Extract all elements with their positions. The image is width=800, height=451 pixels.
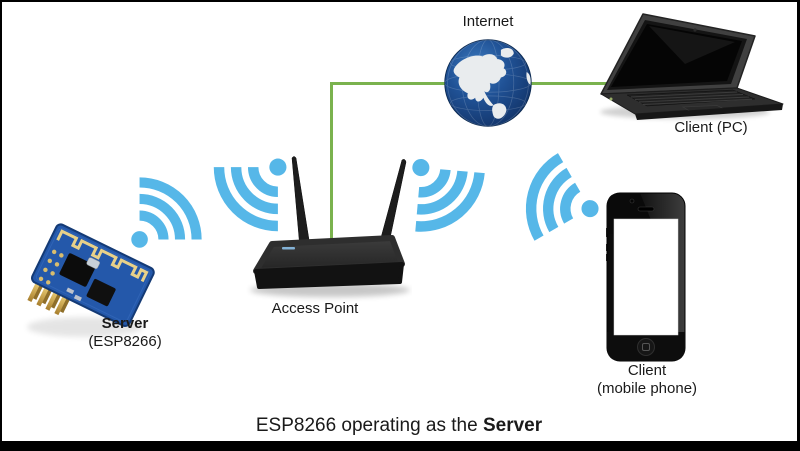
esp-board-group bbox=[27, 223, 155, 327]
esp-pin bbox=[27, 282, 40, 302]
esp-antenna-trace bbox=[56, 229, 149, 283]
server-label-subtitle: (ESP8266) bbox=[88, 333, 162, 350]
access-point-label: Access Point bbox=[271, 300, 359, 317]
phone-home-button bbox=[637, 338, 655, 356]
laptop-screen-reflection bbox=[649, 26, 735, 64]
client-pc-laptop-icon bbox=[600, 13, 784, 120]
caption-bold: Server bbox=[482, 415, 543, 436]
laptop-front-edge bbox=[635, 104, 783, 120]
laptop-webcam bbox=[693, 28, 697, 32]
esp-pin bbox=[36, 287, 49, 307]
router-led bbox=[282, 247, 295, 250]
server-label-title: Server bbox=[101, 315, 149, 332]
wifi-icon-phone-to-ap bbox=[484, 133, 614, 263]
phone-screen bbox=[613, 218, 679, 336]
globe-surface bbox=[444, 39, 532, 127]
esp-component bbox=[73, 294, 82, 302]
esp-pcb bbox=[30, 223, 155, 327]
esp-pin bbox=[45, 291, 58, 311]
globe-continents bbox=[453, 47, 531, 119]
client-mobile-label-title: Client bbox=[627, 362, 667, 379]
wifi-icon-ap-to-phone bbox=[397, 149, 500, 252]
router-antenna-left bbox=[291, 156, 311, 250]
esp-pin-back bbox=[59, 297, 70, 314]
internet-globe-icon bbox=[444, 39, 532, 127]
esp8266-module-icon bbox=[27, 223, 155, 337]
phone-camera bbox=[629, 198, 635, 204]
esp-pin-back bbox=[41, 289, 52, 305]
esp-pin-back bbox=[32, 284, 43, 300]
access-point-router-icon bbox=[250, 156, 410, 297]
server-label: Server (ESP8266) bbox=[65, 315, 185, 351]
esp-pcb-inner bbox=[35, 228, 150, 323]
client-mobile-phone-icon bbox=[606, 192, 686, 362]
diagram-caption: ESP8266 operating as the Server bbox=[2, 414, 796, 438]
client-mobile-label: Client (mobile phone) bbox=[579, 362, 715, 398]
internet-label: Internet bbox=[462, 13, 514, 30]
esp-chip-main bbox=[59, 253, 96, 287]
esp-pin-back bbox=[50, 293, 61, 309]
esp-solder-pads bbox=[38, 249, 64, 285]
esp-pin bbox=[54, 296, 67, 316]
router-antenna-right bbox=[378, 159, 407, 249]
caption-prefix: ESP8266 operating as the bbox=[255, 415, 483, 436]
esp-crystal bbox=[86, 257, 100, 269]
connection-line-ap-to-internet bbox=[330, 82, 333, 247]
esp-component bbox=[66, 287, 75, 295]
phone-home-square bbox=[642, 343, 650, 351]
router-front-face bbox=[254, 262, 404, 289]
laptop-power-led bbox=[609, 97, 613, 101]
phone-earpiece bbox=[637, 206, 655, 212]
laptop-key-rows bbox=[630, 91, 753, 105]
esp-chip-flash bbox=[86, 278, 116, 307]
client-pc-label: Client (PC) bbox=[674, 119, 748, 136]
client-mobile-label-subtitle: (mobile phone) bbox=[596, 380, 698, 397]
